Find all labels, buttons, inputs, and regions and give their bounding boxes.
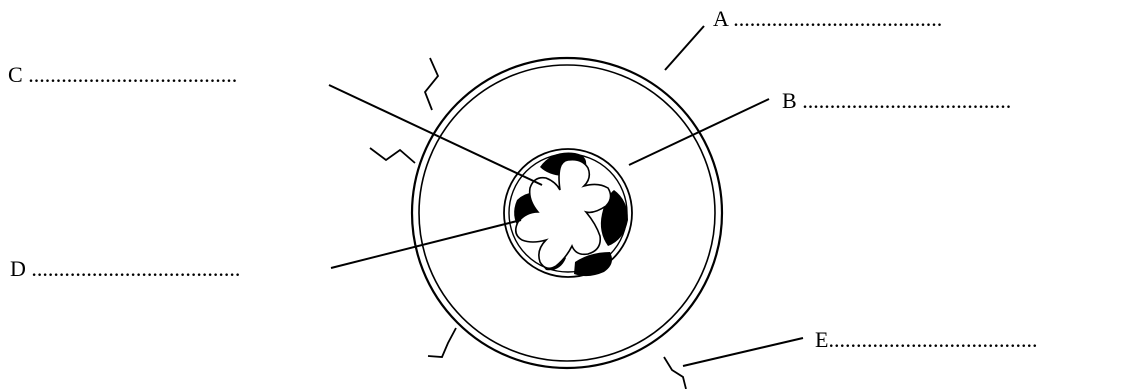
label-a: A ...................................... [713, 6, 942, 32]
label-d: D ...................................... [10, 256, 240, 282]
pointer-line-b [629, 99, 769, 165]
root-hair-bottom-right [664, 357, 686, 389]
label-b-letter: B [782, 88, 797, 113]
label-d-answer-blank[interactable]: ...................................... [31, 256, 240, 281]
label-c-letter: C [8, 62, 23, 87]
pointer-line-a [665, 26, 704, 70]
pointer-line-d [331, 220, 521, 268]
root-hair-bottom-left [428, 328, 456, 357]
label-a-answer-blank[interactable]: ...................................... [733, 6, 942, 31]
label-a-letter: A [713, 6, 728, 31]
root-hair-left [370, 148, 415, 163]
pointer-line-e [683, 338, 803, 366]
phloem-patch-bottom-right [574, 252, 612, 276]
xylem-star [516, 160, 611, 269]
root-hair-top-left [425, 58, 438, 110]
label-e: E...................................... [815, 327, 1037, 353]
label-c-answer-blank[interactable]: ...................................... [28, 62, 237, 87]
label-b: B ...................................... [782, 88, 1011, 114]
label-e-answer-blank[interactable]: ...................................... [828, 327, 1037, 352]
label-d-letter: D [10, 256, 26, 281]
label-c: C ...................................... [8, 62, 237, 88]
label-b-answer-blank[interactable]: ...................................... [802, 88, 1011, 113]
pointer-line-c [329, 85, 542, 185]
label-e-letter: E [815, 327, 828, 352]
